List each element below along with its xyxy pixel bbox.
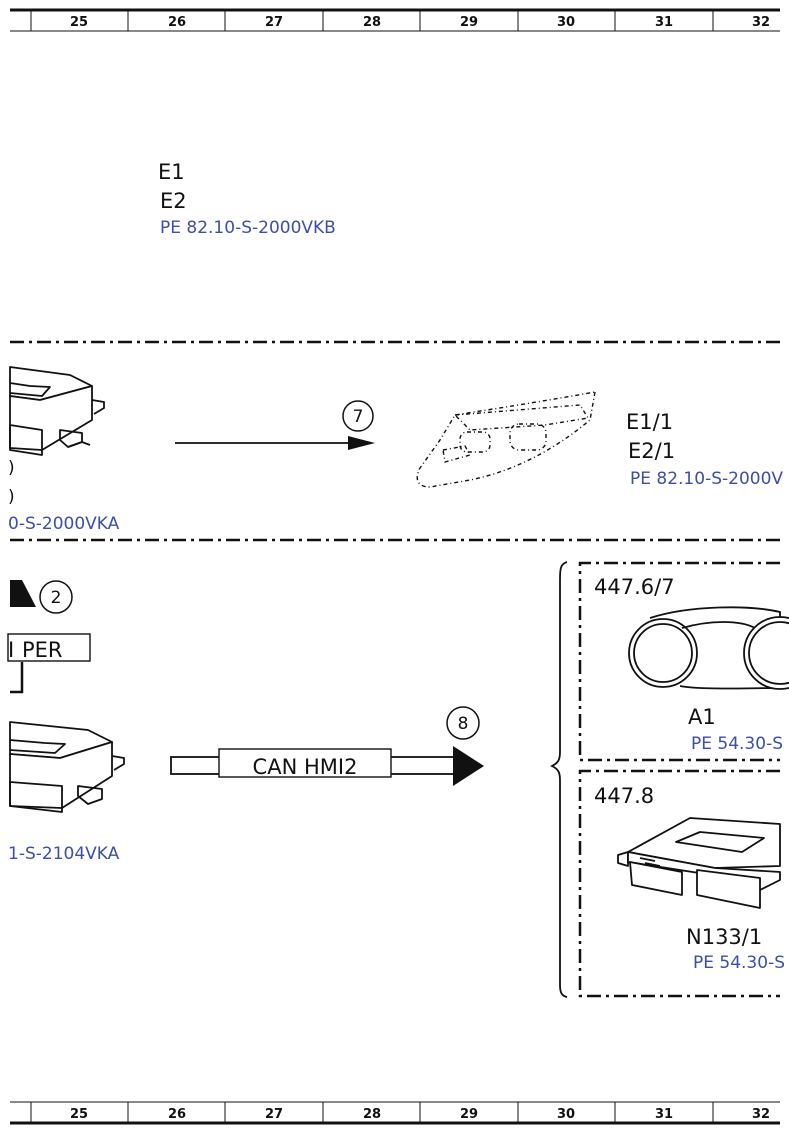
per-box bbox=[7, 633, 91, 662]
callout-circle-2 bbox=[39, 580, 73, 614]
control-unit-icon bbox=[9, 366, 105, 456]
can-bus-label: CAN HMI2 bbox=[253, 755, 358, 779]
can-label-box bbox=[218, 748, 392, 778]
grid-col-32: 32 bbox=[752, 15, 770, 30]
per-label: PER bbox=[22, 638, 63, 662]
grid-col-26-bottom: 26 bbox=[168, 1107, 186, 1122]
bottom-grid-ruler: 25 26 27 28 29 30 31 32 bbox=[10, 1101, 780, 1125]
group-brace bbox=[549, 561, 568, 998]
grid-col-30: 30 bbox=[557, 15, 575, 30]
callout-2: 2 bbox=[51, 588, 62, 608]
callout-8: 8 bbox=[458, 714, 469, 734]
label-e2-1: E2/1 bbox=[628, 439, 675, 463]
module-b-name: N133/1 bbox=[686, 925, 762, 949]
module-box-a bbox=[578, 561, 780, 762]
label-e1: E1 bbox=[158, 160, 185, 184]
grid-col-25: 25 bbox=[70, 15, 88, 30]
headlamp-icon bbox=[416, 391, 596, 488]
module-a-code: 447.6/7 bbox=[594, 575, 675, 599]
label-e2: E2 bbox=[160, 189, 187, 213]
grid-col-31-bottom: 31 bbox=[655, 1107, 673, 1122]
callout-7: 7 bbox=[353, 407, 364, 427]
left-fragment-2: ) bbox=[8, 487, 15, 507]
grid-col-29-bottom: 29 bbox=[460, 1107, 478, 1122]
grid-col-28: 28 bbox=[363, 15, 381, 30]
ref-middle-right[interactable]: PE 82.10-S-2000V bbox=[630, 469, 783, 489]
module-a-name: A1 bbox=[688, 705, 716, 729]
module-b-code: 447.8 bbox=[594, 784, 654, 808]
ref-lower-left[interactable]: 1-S-2104VKA bbox=[8, 844, 120, 864]
module-b-ref[interactable]: PE 54.30-S bbox=[693, 953, 785, 973]
signal-arrow bbox=[175, 436, 375, 450]
callout-circle-8 bbox=[446, 706, 480, 740]
left-fragment-1: ) bbox=[8, 458, 15, 478]
ref-middle-left[interactable]: 0-S-2000VKA bbox=[8, 514, 120, 534]
module-box-b bbox=[578, 769, 780, 998]
grid-col-26: 26 bbox=[168, 15, 186, 30]
ref-top[interactable]: PE 82.10-S-2000VKB bbox=[160, 218, 336, 238]
grid-col-25-bottom: 25 bbox=[70, 1107, 88, 1122]
grid-col-32-bottom: 32 bbox=[752, 1107, 770, 1122]
instrument-cluster-icon bbox=[628, 606, 789, 690]
signal-arrow-up bbox=[10, 580, 36, 694]
control-module-icon bbox=[617, 817, 781, 909]
callout-circle-7 bbox=[342, 400, 374, 432]
label-e1-1: E1/1 bbox=[626, 410, 673, 434]
module-a-ref[interactable]: PE 54.30-S bbox=[691, 734, 783, 754]
grid-col-28-bottom: 28 bbox=[363, 1107, 381, 1122]
grid-col-31: 31 bbox=[655, 15, 673, 30]
control-unit-icon bbox=[9, 721, 125, 813]
grid-col-30-bottom: 30 bbox=[557, 1107, 575, 1122]
grid-col-27: 27 bbox=[265, 15, 283, 30]
grid-col-27-bottom: 27 bbox=[265, 1107, 283, 1122]
top-grid-ruler: 25 26 27 28 29 30 31 32 bbox=[10, 8, 780, 32]
per-prefix: I bbox=[8, 638, 14, 662]
grid-col-29: 29 bbox=[460, 15, 478, 30]
